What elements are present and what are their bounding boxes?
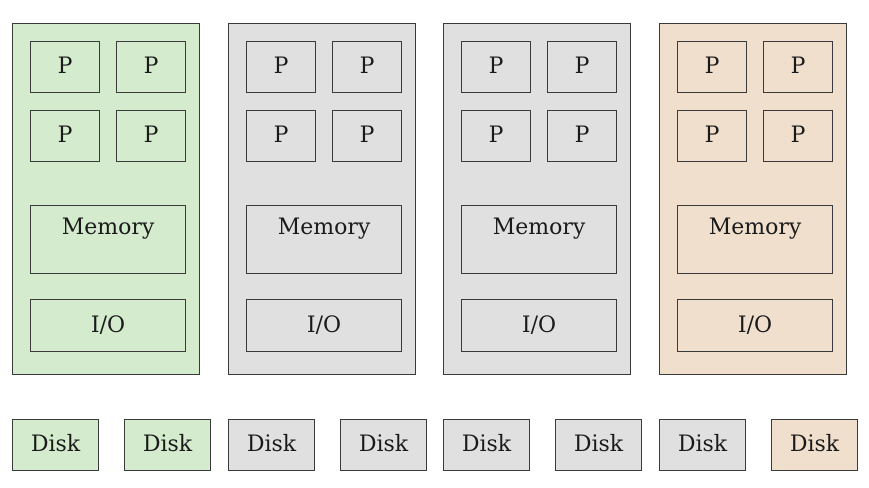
disk-8: Disk	[771, 419, 858, 471]
memory-box: Memory	[30, 205, 186, 274]
memory-box: Memory	[461, 205, 617, 274]
processor-box: P	[677, 41, 747, 93]
processor-box: P	[547, 110, 617, 162]
io-box: I/O	[30, 299, 186, 352]
memory-box: Memory	[246, 205, 402, 274]
disk-3: Disk	[228, 419, 315, 471]
processor-box: P	[30, 110, 100, 162]
io-box: I/O	[461, 299, 617, 352]
processor-box: P	[461, 41, 531, 93]
processor-box: P	[332, 41, 402, 93]
processor-box: P	[116, 110, 186, 162]
processor-box: P	[246, 41, 316, 93]
io-box: I/O	[246, 299, 402, 352]
processor-box: P	[332, 110, 402, 162]
processor-box: P	[30, 41, 100, 93]
disk-5: Disk	[443, 419, 530, 471]
processor-box: P	[763, 41, 833, 93]
processor-box: P	[246, 110, 316, 162]
processor-box: P	[116, 41, 186, 93]
disk-7: Disk	[659, 419, 746, 471]
processor-box: P	[763, 110, 833, 162]
disk-2: Disk	[124, 419, 211, 471]
processor-box: P	[677, 110, 747, 162]
processor-box: P	[461, 110, 531, 162]
io-box: I/O	[677, 299, 833, 352]
disk-1: Disk	[12, 419, 99, 471]
processor-box: P	[547, 41, 617, 93]
disk-6: Disk	[555, 419, 642, 471]
disk-4: Disk	[340, 419, 427, 471]
memory-box: Memory	[677, 205, 833, 274]
